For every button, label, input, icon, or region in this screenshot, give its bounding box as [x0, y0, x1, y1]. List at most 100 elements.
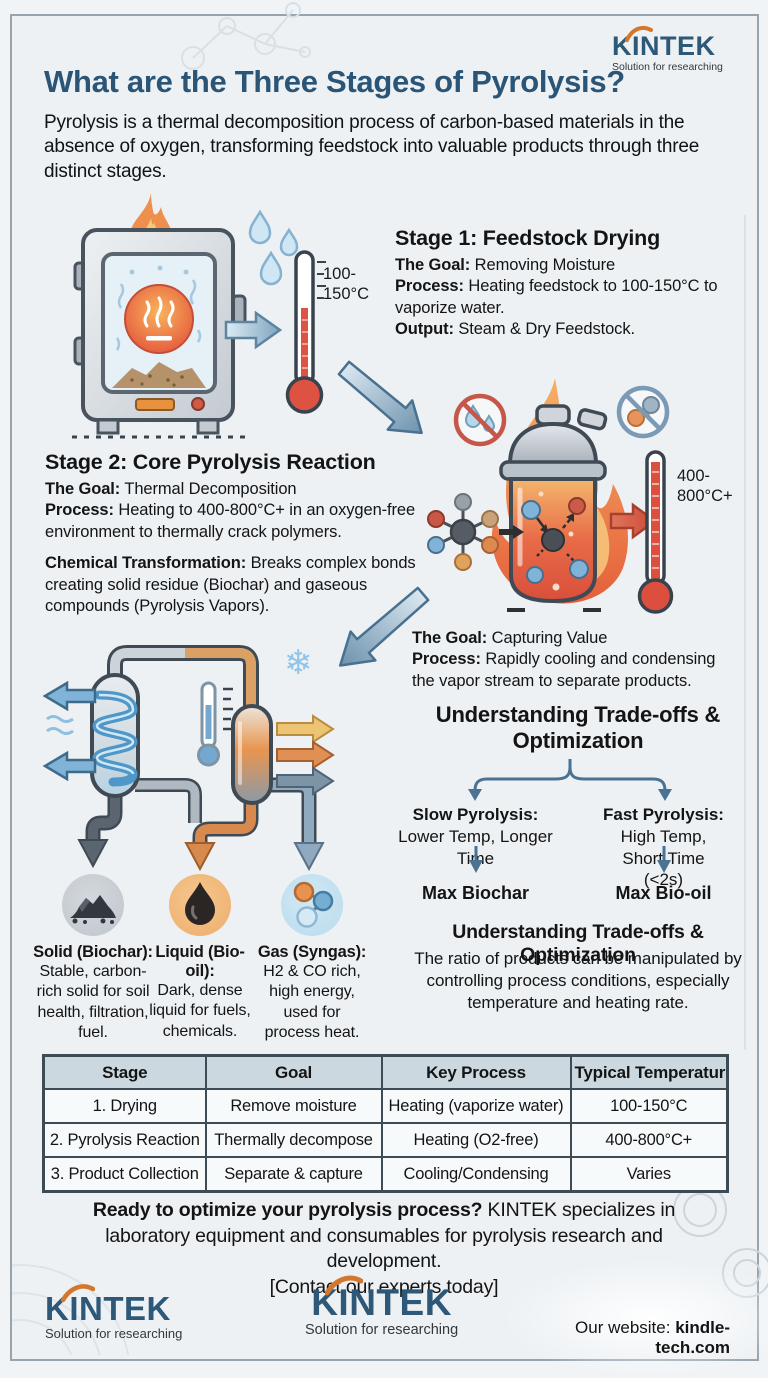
- summary-table: Stage Goal Key Process Typical Temperatu…: [42, 1054, 729, 1193]
- flow-arrow-1-icon: [337, 360, 423, 435]
- snowflake-icon: ❄: [284, 644, 313, 682]
- max-biooil-label: Max Bio-oil: [615, 883, 712, 903]
- stage2-chem-label: Chemical Transformation:: [45, 554, 247, 573]
- table-row: 1. Drying Remove moisture Heating (vapor…: [42, 1088, 729, 1124]
- product-biooil: Liquid (Bio-oil): Dark, dense liquid for…: [141, 874, 259, 1042]
- cell-goal-2: Thermally decompose: [204, 1122, 383, 1158]
- syngas-desc: H2 & CO rich, high energy, used for proc…: [263, 963, 361, 1042]
- intro-paragraph: Pyrolysis is a thermal decomposition pro…: [44, 112, 700, 182]
- stage1-output-label: Output:: [395, 320, 454, 339]
- table-row: 2. Pyrolysis Reaction Thermally decompos…: [42, 1122, 729, 1158]
- logo-tagline: Solution for researching: [305, 1322, 459, 1338]
- product-syngas: Gas (Syngas): H2 & CO rich, high energy,…: [254, 874, 370, 1044]
- kintek-logo-footer-left: KINTEK Solution for researching: [45, 1284, 182, 1340]
- down-arrow-icon: [469, 846, 483, 873]
- liquid-output-arrow-icon: [184, 842, 216, 872]
- cell-temp-2: 400-800°C+: [569, 1122, 729, 1158]
- slow-pyrolysis-desc: Lower Temp, Longer Time: [398, 826, 553, 868]
- thermometer-icon: [637, 450, 674, 614]
- stage1-text-block: Stage 1: Feedstock Drying The Goal: Remo…: [395, 226, 731, 341]
- stage2-goal: Thermal Decomposition: [124, 480, 297, 498]
- down-arrow-icon: [657, 846, 671, 873]
- gas-molecule-icon: [281, 874, 343, 936]
- no-oxygen-icon: [616, 385, 670, 439]
- cell-stage-2: 2. Pyrolysis Reaction: [42, 1122, 207, 1158]
- website-line: Our website: kindle-tech.com: [505, 1318, 730, 1358]
- biooil-title: Liquid (Bio-oil):: [155, 943, 245, 980]
- stage2-chem: Breaks complex bonds creating solid resi…: [45, 554, 416, 616]
- stage1-process: Heating feedstock to 100-150°C to vapori…: [395, 277, 718, 317]
- website-url[interactable]: kindle-tech.com: [655, 1318, 730, 1357]
- gas-output-arrow-icon: [293, 842, 325, 872]
- product-stream-arrows-icon: [276, 714, 335, 796]
- cta-text: KINTEK specializes in laboratory equipme…: [105, 1199, 676, 1273]
- stage1-heading: Stage 1: Feedstock Drying: [395, 226, 661, 250]
- logo-leaf-icon: [61, 1284, 95, 1303]
- logo-leaf-icon: [625, 25, 653, 42]
- biochar-title: Solid (Biochar):: [33, 943, 153, 961]
- stage1-output: Steam & Dry Feedstock.: [458, 320, 635, 339]
- stage3-goal-label: The Goal:: [412, 629, 488, 647]
- fast-pyrolysis-title: Fast Pyrolysis:: [603, 805, 724, 824]
- cell-process-2: Heating (O2-free): [380, 1122, 572, 1158]
- cell-process-3: Cooling/Condensing: [380, 1156, 572, 1193]
- cool-waves-icon: [46, 715, 74, 735]
- tradeoffs-heading: Understanding Trade-offs & Optimization: [435, 702, 721, 753]
- biochar-desc: Stable, carbon-rich solid for soil healt…: [36, 963, 150, 1042]
- cell-stage-1: 1. Drying: [42, 1088, 207, 1124]
- stage2-text-block: Stage 2: Core Pyrolysis Reaction The Goa…: [45, 450, 437, 618]
- hot-arrow-icon: [609, 502, 658, 540]
- feed-arrow-icon: [499, 525, 524, 539]
- branch-brace-icon: [468, 759, 672, 801]
- cold-thermometer-icon: [197, 681, 233, 767]
- stage1-temp-label: 100-150°C: [323, 265, 370, 304]
- arrow-right-icon: [224, 310, 283, 350]
- no-water-icon: [453, 393, 507, 447]
- flow-arrow-2-icon: [338, 586, 430, 667]
- stage3-goal: Capturing Value: [491, 629, 608, 647]
- col-header-stage: Stage: [42, 1054, 207, 1090]
- solid-output-arrow-icon: [77, 839, 109, 869]
- kintek-logo-top: KINTEK Solution for researching: [612, 25, 723, 73]
- cell-process-1: Heating (vaporize water): [380, 1088, 572, 1124]
- tradeoffs-heading-2: Understanding Trade-offs & Optimization: [452, 921, 704, 966]
- stage3-illustration: [42, 645, 335, 872]
- stage1-illustration: [72, 193, 326, 439]
- separator-column-icon: [231, 704, 273, 805]
- slow-pyrolysis-title: Slow Pyrolysis:: [412, 805, 539, 824]
- logo-leaf-icon: [325, 1275, 363, 1296]
- cracking-molecules-icon: [521, 491, 589, 591]
- cta-question: Ready to optimize your pyrolysis process…: [92, 1199, 483, 1221]
- polymer-molecule-icon: [427, 493, 499, 571]
- feedstock-pile-icon: [112, 362, 206, 388]
- page-title: What are the Three Stages of Pyrolysis?: [44, 64, 625, 99]
- tradeoffs-body: The ratio of products can be manipulated…: [414, 949, 742, 1013]
- stage1-goal: Removing Moisture: [474, 256, 616, 274]
- stage2-goal-label: The Goal:: [45, 480, 121, 498]
- stage1-process-label: Process:: [395, 277, 464, 296]
- syngas-title: Gas (Syngas):: [257, 943, 367, 961]
- stage2-process-label: Process:: [45, 501, 114, 520]
- stage3-text-block: The Goal: Capturing Value Process: Rapid…: [412, 628, 742, 692]
- slow-pyrolysis-block: Slow Pyrolysis: Lower Temp, Longer Time: [398, 804, 553, 869]
- pyrolysis-reactor-icon: [499, 404, 608, 612]
- heat-icon: [124, 284, 194, 354]
- cold-flow-arrows-icon: [42, 680, 97, 782]
- col-header-key-process: Key Process: [380, 1054, 572, 1090]
- stage3-process: Rapidly cooling and condensing the vapor…: [412, 650, 716, 690]
- cell-temp-3: Varies: [569, 1156, 729, 1193]
- cell-goal-3: Separate & capture: [204, 1156, 383, 1193]
- stage2-heading: Stage 2: Core Pyrolysis Reaction: [45, 450, 376, 474]
- thermometer-icon: [285, 250, 326, 414]
- drying-oven-icon: [72, 228, 248, 439]
- col-header-temperature: Typical Temperature: [569, 1054, 729, 1090]
- table-row: 3. Product Collection Separate & capture…: [42, 1156, 729, 1193]
- stage2-process: Heating to 400-800°C+ in an oxygen-free …: [45, 501, 416, 541]
- condenser-coil-icon: [90, 673, 140, 798]
- website-label: Our website:: [575, 1318, 671, 1337]
- col-header-goal: Goal: [204, 1054, 383, 1090]
- table-header-row: Stage Goal Key Process Typical Temperatu…: [42, 1054, 729, 1090]
- product-biochar: Solid (Biochar): Stable, carbon-rich sol…: [30, 874, 156, 1044]
- logo-wordmark: KINTEK: [311, 1282, 452, 1323]
